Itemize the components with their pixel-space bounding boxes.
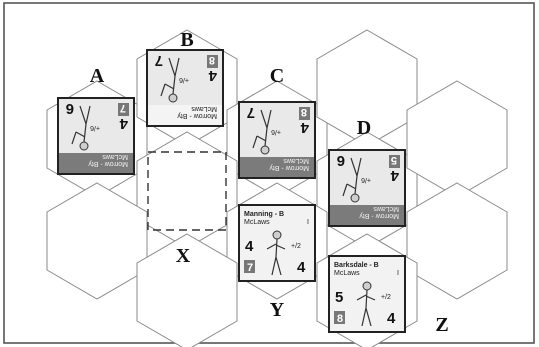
counter-c-name: Morrow - Bty — [269, 164, 309, 171]
hex-label-x: X — [176, 245, 191, 267]
hex-left-lower[interactable] — [47, 183, 147, 299]
counter-z-defense: 4 — [387, 310, 396, 327]
counter-a[interactable]: Morrow - Bty McLaws +/6 4 7 6 — [58, 98, 134, 174]
counter-y-morale: 7 — [247, 262, 253, 274]
counter-a-range: +/6 — [90, 124, 100, 131]
counter-b-attack: 4 — [208, 67, 217, 84]
counter-y-name: Manning - B — [244, 211, 284, 218]
counter-c[interactable]: Morrow - Bty McLaws +/6 4 8 7 — [239, 102, 315, 178]
hex-label-y: Y — [270, 299, 285, 321]
counter-y-defense: 4 — [297, 259, 306, 276]
hex-label-c: C — [270, 65, 284, 87]
counter-z-attack: 5 — [335, 289, 343, 306]
counter-z[interactable]: Barksdale - B McLaws I 5 +/2 8 4 — [329, 256, 405, 332]
counter-b-morale: 8 — [209, 54, 215, 66]
counter-d[interactable]: Morrow - Bty McLaws +/6 4 5 6 — [329, 150, 405, 226]
counter-a-morale: 7 — [120, 102, 126, 114]
counter-c-attack: 4 — [300, 119, 309, 136]
counter-c-defense: 7 — [247, 104, 255, 121]
counter-y-commander: McLaws — [244, 219, 270, 226]
counter-d-commander: McLaws — [373, 205, 399, 212]
counter-y-range: +/2 — [291, 243, 301, 250]
counter-b-defense: 7 — [155, 52, 163, 69]
counter-b-range: +/6 — [179, 76, 189, 83]
counter-y-attack: 4 — [245, 238, 254, 255]
counter-d-morale: 5 — [391, 154, 397, 166]
hex-far-right-1[interactable] — [407, 81, 507, 197]
counter-z-morale: 8 — [337, 313, 343, 325]
hex-label-z: Z — [435, 314, 448, 336]
hex-label-a: A — [90, 65, 105, 87]
counter-b-name: Morrow - Bty — [177, 112, 217, 119]
counter-d-name: Morrow - Bty — [359, 212, 399, 219]
counter-d-defense: 6 — [337, 152, 345, 169]
counter-z-commander: McLaws — [334, 270, 360, 277]
counter-c-range: +/6 — [271, 128, 281, 135]
counter-d-attack: 4 — [390, 167, 399, 184]
counter-d-range: +/6 — [361, 176, 371, 183]
hex-label-d: D — [357, 117, 371, 139]
counter-z-corner: I — [397, 270, 399, 277]
counter-z-name: Barksdale - B — [334, 262, 379, 269]
counter-b[interactable]: Morrow - Bty McLaws +/6 4 8 7 — [147, 50, 223, 126]
counter-y-corner: I — [307, 219, 309, 226]
counter-c-commander: McLaws — [283, 157, 309, 164]
counter-a-name: Morrow - Bty — [88, 160, 128, 167]
counter-c-morale: 8 — [301, 106, 307, 118]
counter-a-commander: McLaws — [102, 153, 128, 160]
hex-far-right-2[interactable] — [407, 183, 507, 299]
counter-z-range: +/2 — [381, 294, 391, 301]
counter-a-attack: 4 — [119, 115, 128, 132]
hex-label-b: B — [180, 29, 193, 51]
counter-a-defense: 6 — [66, 100, 74, 117]
counter-b-commander: McLaws — [191, 105, 217, 112]
counter-y[interactable]: Manning - B McLaws I 4 +/2 7 4 — [239, 205, 315, 281]
